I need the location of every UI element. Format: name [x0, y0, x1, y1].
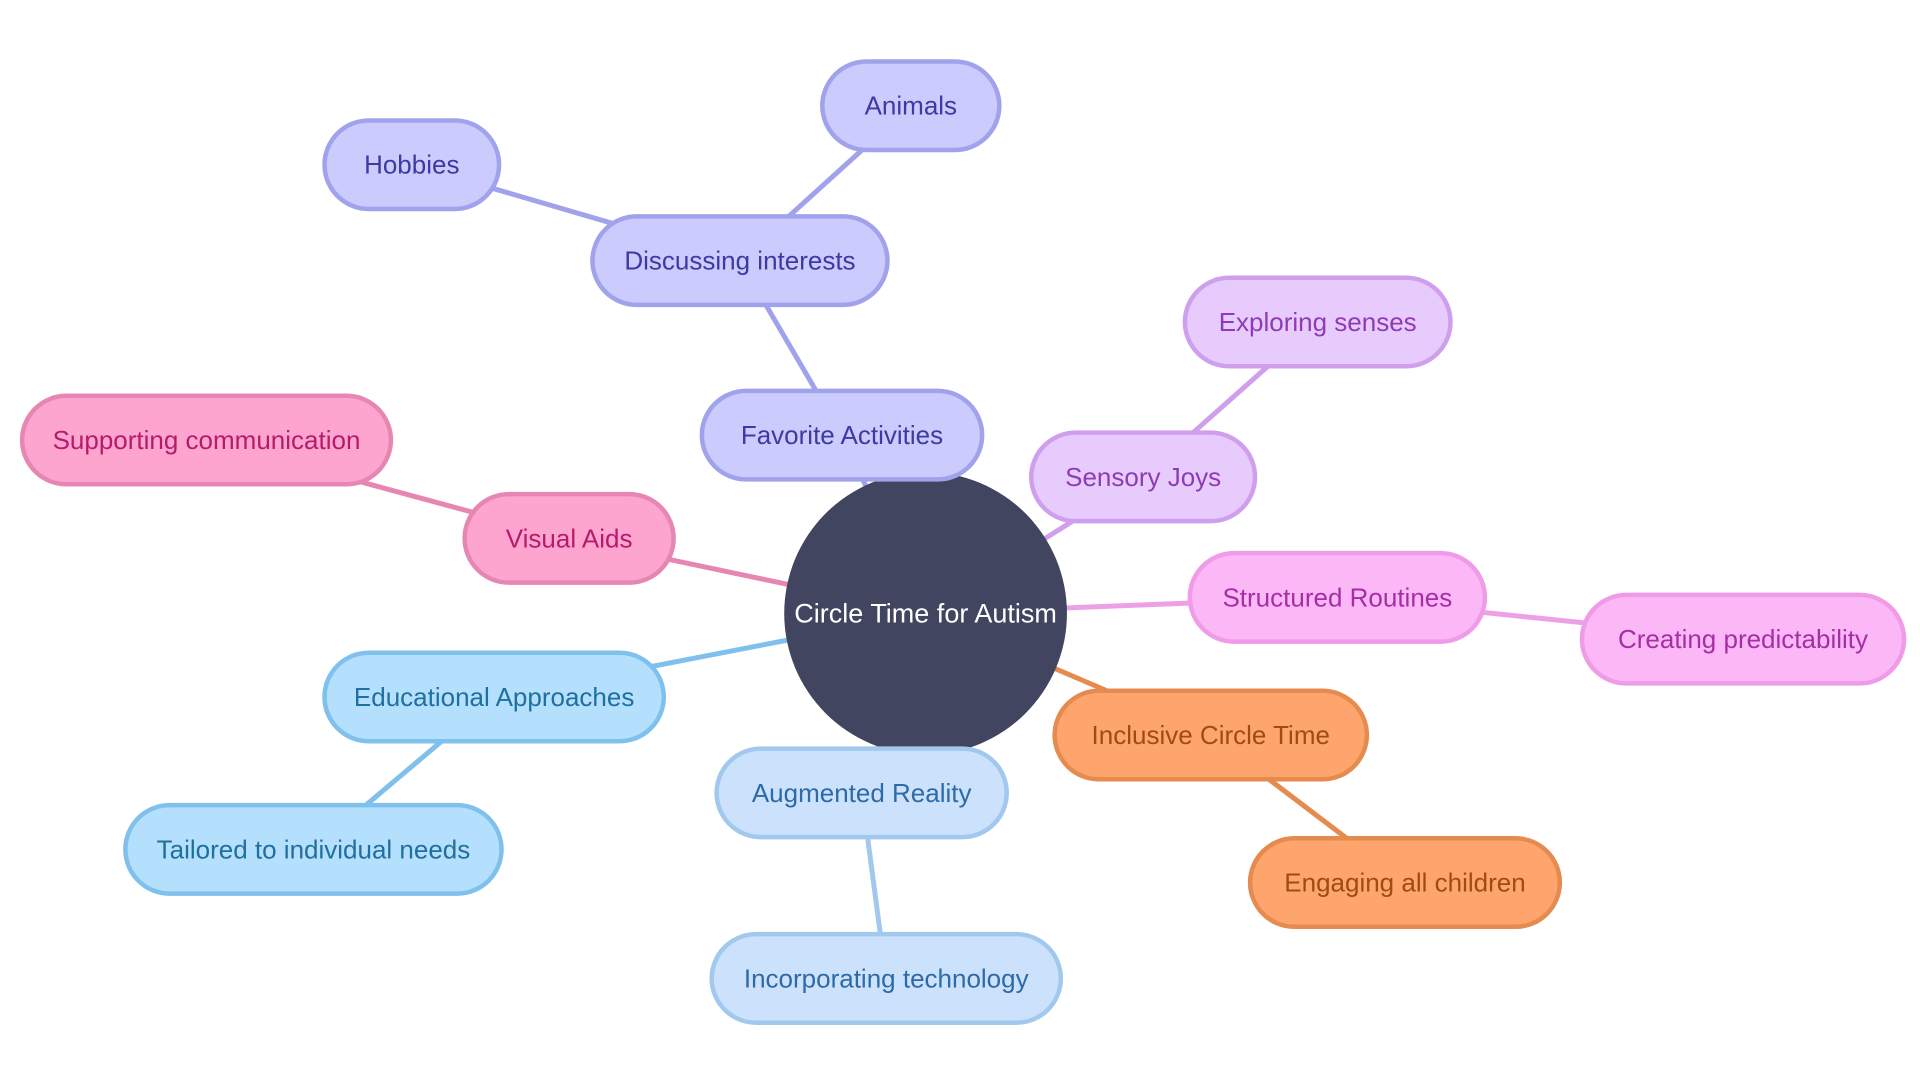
node-educational-approaches: Educational Approaches	[322, 650, 667, 744]
node-favorite-activities: Favorite Activities	[699, 388, 985, 482]
node-educational-approaches-label: Educational Approaches	[354, 682, 634, 712]
node-engaging-all-children-shape	[1247, 836, 1563, 930]
node-tailored-to-individual-needs-shape	[123, 802, 504, 896]
node-hobbies-label: Hobbies	[364, 150, 459, 180]
node-tailored-to-individual-needs: Tailored to individual needs	[123, 802, 504, 896]
root-node-label: Circle Time for Autism	[794, 598, 1057, 628]
node-exploring-senses: Exploring senses	[1182, 275, 1453, 369]
node-animals: Animals	[820, 59, 1002, 153]
node-exploring-senses-label: Exploring senses	[1219, 307, 1417, 337]
node-incorporating-technology-label: Incorporating technology	[744, 963, 1029, 993]
node-augmented-reality-shape	[714, 746, 1009, 840]
node-augmented-reality: Augmented Reality	[714, 746, 1009, 840]
node-supporting-communication-shape	[19, 393, 394, 487]
node-sensory-joys: Sensory Joys	[1029, 430, 1258, 524]
node-engaging-all-children: Engaging all children	[1247, 836, 1563, 930]
node-favorite-activities-label: Favorite Activities	[741, 420, 943, 450]
node-animals-shape	[820, 59, 1002, 153]
node-augmented-reality-label: Augmented Reality	[752, 778, 972, 808]
node-creating-predictability-shape	[1579, 592, 1907, 686]
node-visual-aids-shape	[462, 491, 676, 585]
node-incorporating-technology: Incorporating technology	[709, 931, 1064, 1025]
node-engaging-all-children-label: Engaging all children	[1284, 868, 1525, 898]
node-structured-routines-shape	[1187, 550, 1488, 644]
node-visual-aids-label: Visual Aids	[506, 523, 633, 553]
node-sensory-joys-shape	[1029, 430, 1258, 524]
node-visual-aids: Visual Aids	[462, 491, 676, 585]
root-node: Circle Time for Autism	[784, 472, 1067, 755]
node-incorporating-technology-shape	[709, 931, 1064, 1025]
node-creating-predictability: Creating predictability	[1579, 592, 1907, 686]
node-discussing-interests: Discussing interests	[590, 214, 890, 308]
node-inclusive-circle-time-shape	[1052, 688, 1370, 782]
node-favorite-activities-shape	[699, 388, 985, 482]
node-tailored-to-individual-needs-label: Tailored to individual needs	[157, 834, 471, 864]
node-structured-routines-label: Structured Routines	[1222, 582, 1452, 612]
node-animals-label: Animals	[865, 91, 957, 121]
node-structured-routines: Structured Routines	[1187, 550, 1488, 644]
node-educational-approaches-shape	[322, 650, 667, 744]
node-hobbies-shape	[322, 118, 502, 212]
mindmap-nodes: Favorite Activities Discussing interests H…	[19, 59, 1907, 1025]
node-hobbies: Hobbies	[322, 118, 502, 212]
root-node-circle	[784, 472, 1067, 755]
node-inclusive-circle-time: Inclusive Circle Time	[1052, 688, 1370, 782]
node-inclusive-circle-time-label: Inclusive Circle Time	[1092, 720, 1330, 750]
node-supporting-communication: Supporting communication	[19, 393, 394, 487]
node-discussing-interests-shape	[590, 214, 890, 308]
node-discussing-interests-label: Discussing interests	[624, 246, 855, 276]
node-sensory-joys-label: Sensory Joys	[1065, 462, 1221, 492]
node-creating-predictability-label: Creating predictability	[1618, 624, 1868, 654]
node-supporting-communication-label: Supporting communication	[53, 425, 361, 455]
node-exploring-senses-shape	[1182, 275, 1453, 369]
